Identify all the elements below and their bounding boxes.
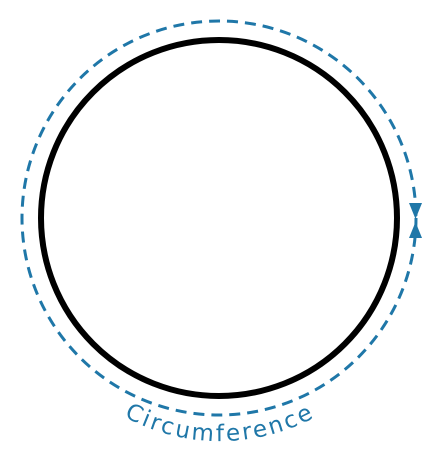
solid-circle	[38, 37, 400, 399]
arrowhead-down-icon	[409, 203, 422, 219]
svg-text:Circumference: Circumference	[121, 399, 319, 448]
dashed-circumference-path	[20, 19, 418, 417]
circumference-label: Circumference	[121, 399, 316, 448]
arrowhead-up-icon	[409, 222, 422, 238]
